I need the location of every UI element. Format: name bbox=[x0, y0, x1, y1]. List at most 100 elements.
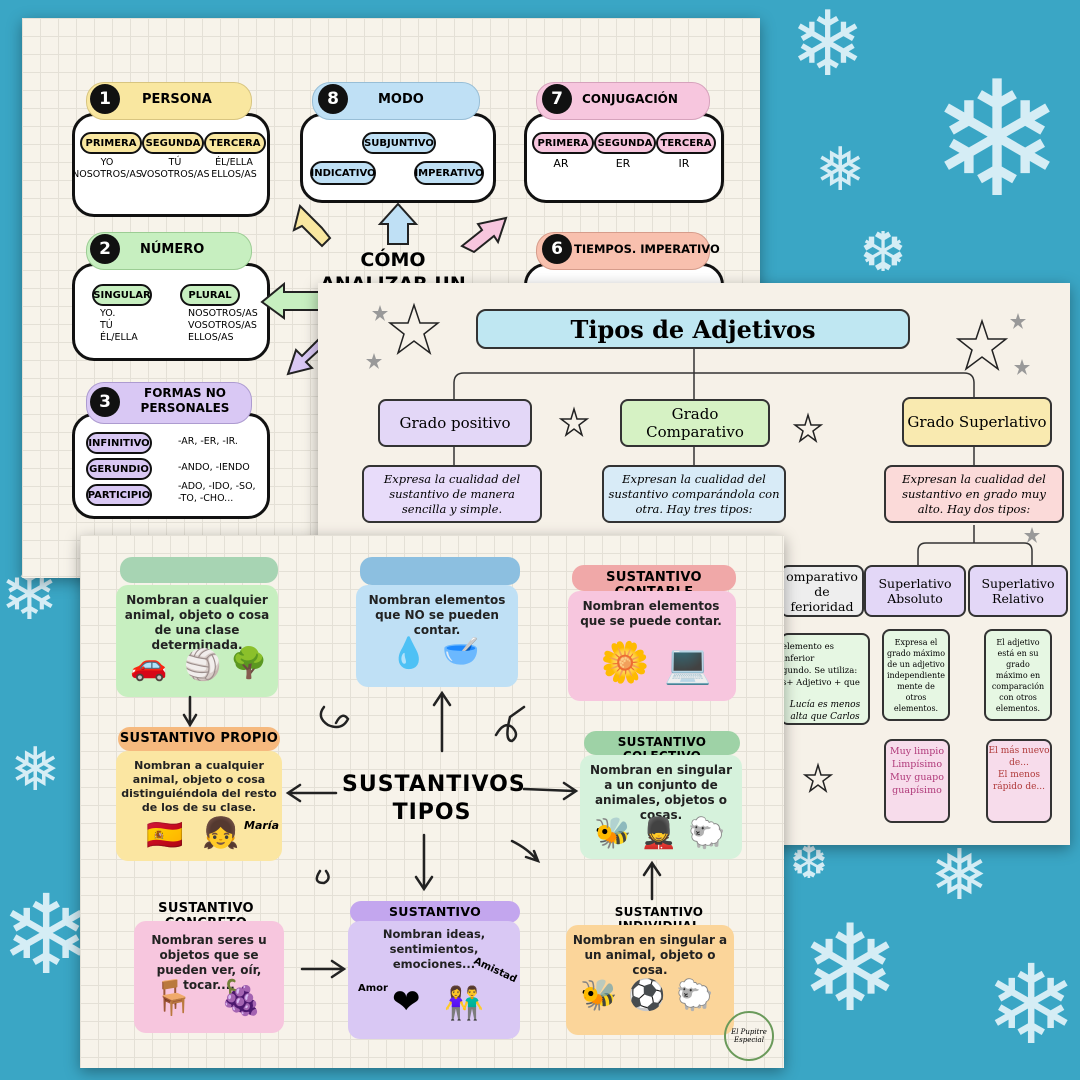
inferioridad-desc-text: elemento es inferior gundo. Se utiliza: … bbox=[782, 642, 860, 688]
colectivo-header bbox=[584, 731, 740, 755]
flour-icon: 🥣 bbox=[442, 634, 480, 669]
incontable-text: Nombran elementos que NO se pueden conta… bbox=[368, 593, 506, 637]
conjugacion-tag: SEGUNDA bbox=[594, 132, 656, 154]
snowflake-icon: ❅ bbox=[930, 834, 989, 916]
girl-icon: 👧 bbox=[202, 816, 240, 851]
modo-card bbox=[300, 113, 496, 203]
persona-value: YO NOSOTROS/AS bbox=[72, 157, 142, 180]
comun-text: Nombran a cualquier animal, objeto o cos… bbox=[124, 593, 270, 652]
comun-card bbox=[116, 585, 278, 697]
adjetivos-title: Tipos de Adjetivos bbox=[476, 309, 910, 349]
numero-card bbox=[72, 263, 270, 361]
tiempos-number: 6 bbox=[542, 234, 572, 264]
comun-header bbox=[120, 557, 278, 583]
verb-arrows bbox=[260, 202, 508, 376]
abstracto-text: Nombran ideas, sentimientos, emociones..… bbox=[382, 927, 486, 971]
inferioridad-title: omparativo de ferioridad bbox=[780, 565, 864, 617]
conjugacion-tag: TERCERA bbox=[656, 132, 716, 154]
superlativo-title: Grado Superlativo bbox=[902, 397, 1052, 447]
numero-title: NÚMERO bbox=[140, 242, 205, 257]
relativo-example: El más nuevo de... El menos rápido de... bbox=[986, 739, 1052, 823]
sustantivos-center-title: SUSTANTIVOS TIPOS bbox=[342, 772, 526, 825]
arrow-icon bbox=[377, 202, 419, 245]
concreto-text: Nombran seres u objetos que se pueden ve… bbox=[151, 933, 267, 992]
snowflake-icon: ❄ bbox=[930, 46, 1065, 233]
formas-value: -AR, -ER, -IR. bbox=[178, 436, 238, 447]
formas-value: -ADO, -IDO, -SO, -TO, -CHO... bbox=[178, 481, 256, 504]
colectivo-text: Nombran en singular a un conjunto de ani… bbox=[589, 763, 733, 822]
formas-tag: GERUNDIO bbox=[86, 458, 152, 480]
incontable-card bbox=[356, 585, 518, 687]
colectivo-card bbox=[580, 755, 742, 859]
numero-tag: PLURAL bbox=[180, 284, 240, 306]
numero-singular-item: YO. bbox=[100, 308, 116, 319]
abstracto-card bbox=[348, 921, 520, 1039]
conjugacion-tag: PRIMERA bbox=[532, 132, 594, 154]
formas-tag: PARTICIPIO bbox=[86, 484, 152, 506]
flower-icon: 🌼 bbox=[600, 640, 650, 686]
relativo-title: Superlativo Relativo bbox=[968, 565, 1068, 617]
snowflake-icon: ❅ bbox=[815, 135, 866, 205]
persona-title: PERSONA bbox=[142, 92, 212, 107]
propio-label: María bbox=[244, 819, 279, 832]
concreto-card bbox=[134, 921, 284, 1033]
tree-icon: 🌳 bbox=[230, 646, 268, 681]
arrow-icon bbox=[260, 281, 323, 320]
modo-tag: INDICATIVO bbox=[310, 161, 376, 185]
soldiers-icon: 💂 bbox=[640, 816, 678, 851]
logo: El Pupitre Especial bbox=[724, 1011, 774, 1061]
conjugacion-value: ER bbox=[615, 157, 631, 170]
snowflake-icon: ❆ bbox=[860, 220, 907, 284]
sheep-icon: 🐑 bbox=[676, 978, 714, 1013]
numero-singular-list: YO. TÚ ÉL/ELLA bbox=[100, 308, 138, 344]
modo-tag: IMPERATIVO bbox=[414, 161, 484, 185]
laptop-icon: 💻 bbox=[664, 642, 712, 686]
arrow-icon bbox=[292, 204, 332, 248]
propio-card bbox=[116, 751, 282, 861]
individual-card bbox=[566, 925, 734, 1035]
abstracto-label-1: Amor bbox=[358, 983, 388, 994]
snowflake-icon: ❅ bbox=[10, 735, 61, 805]
snowflake-icon: ❄ bbox=[0, 871, 93, 999]
sustantivos-arrows bbox=[182, 690, 662, 979]
numero-singular-item: TÚ bbox=[100, 320, 113, 331]
absoluto-title: Superlativo Absoluto bbox=[864, 565, 966, 617]
propio-title: SUSTANTIVO PROPIO bbox=[119, 731, 279, 746]
numero-plural-item: NOSOTROS/AS bbox=[188, 308, 258, 319]
formas-value: -ANDO, -IENDO bbox=[178, 462, 250, 473]
conjugacion-number: 7 bbox=[542, 84, 572, 114]
tiempos-title: TIEMPOS. IMPERATIVO bbox=[574, 242, 720, 256]
conjugacion-value: AR bbox=[553, 157, 569, 170]
fruit-icon: 🍇 bbox=[220, 978, 263, 1018]
contable-text: Nombran elementos que se puede contar. bbox=[580, 599, 722, 628]
ball-icon: 🏐 bbox=[184, 648, 222, 683]
superlativo-desc: Expresan la cualidad del sustantivo en g… bbox=[884, 465, 1064, 523]
positivo-desc: Expresa la cualidad del sustantivo de ma… bbox=[362, 465, 542, 523]
formas-tag: INFINITIVO bbox=[86, 432, 152, 454]
absoluto-desc: Expresa el grado máximo de un adjetivo i… bbox=[882, 629, 950, 721]
numero-number: 2 bbox=[90, 234, 120, 264]
flag-icon: 🇪🇸 bbox=[146, 818, 184, 853]
comparativo-title: Grado Comparativo bbox=[620, 399, 770, 447]
numero-tag: SINGULAR bbox=[92, 284, 152, 306]
modo-number: 8 bbox=[318, 84, 348, 114]
positivo-title: Grado positivo bbox=[378, 399, 532, 447]
car-icon: 🚗 bbox=[130, 648, 168, 683]
persona-value: ÉL/ELLA ELLOS/AS bbox=[211, 157, 257, 180]
relativo-desc: El adjetivo está en su grado máximo en c… bbox=[984, 629, 1052, 721]
propio-text: Nombran a cualquier animal, objeto o cos… bbox=[121, 759, 277, 814]
incontable-header bbox=[360, 557, 520, 585]
contable-card bbox=[568, 591, 736, 701]
conjugacion-value: IR bbox=[678, 157, 690, 170]
heart-icon: ❤ bbox=[392, 982, 421, 1022]
inferioridad-example: Lucía es menos alta que Carlos bbox=[789, 700, 861, 722]
snowflake-icon: ❆ bbox=[790, 836, 828, 889]
persona-value: TÚ VOSOTROS/AS bbox=[140, 157, 210, 180]
sheep-icon: 🐑 bbox=[688, 816, 726, 851]
friends-icon: 👫 bbox=[444, 984, 484, 1022]
soccer-icon: ⚽ bbox=[628, 978, 666, 1013]
propio-header bbox=[118, 727, 280, 751]
snowflake-icon: ❄ bbox=[985, 941, 1078, 1069]
modo-title: MODO bbox=[378, 92, 424, 107]
arrow-icon bbox=[460, 216, 508, 254]
